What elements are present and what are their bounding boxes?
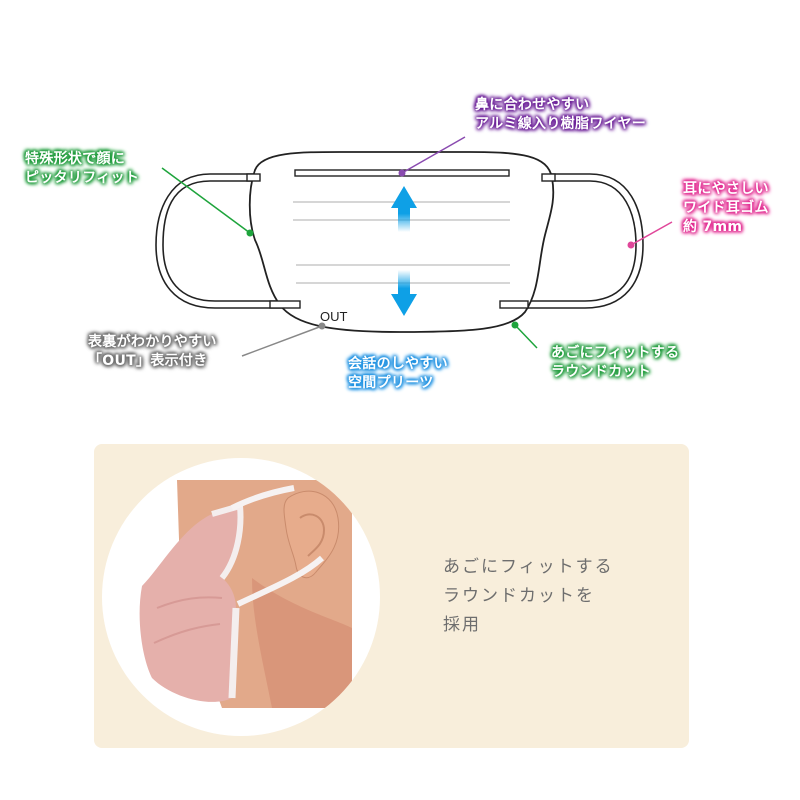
ear: [283, 490, 340, 579]
callout-out-marker: 表裏がわかりやすい 「OUT」表示付き: [88, 334, 217, 369]
pink-mask: [139, 506, 241, 702]
callout-face-fit: 特殊形状で顔に ピッタリフィット: [25, 151, 140, 186]
callout-nose-wire: 鼻に合わせやすい アルミ線入り樹脂ワイヤー: [475, 97, 647, 132]
expand-down-arrow-icon: [391, 270, 417, 316]
mask-wearing-photo: [102, 458, 380, 736]
mask-body: [248, 151, 555, 333]
left-ear-loop: [155, 173, 301, 309]
callout-chin-cut: あごにフィットする ラウンドカット: [551, 345, 680, 380]
feature-description: あごにフィットする ラウンドカットを 採用: [443, 557, 614, 635]
callout-pleats: 会話のしやすい 空間プリーツ: [348, 356, 448, 391]
expand-up-arrow-icon: [391, 186, 417, 232]
right-ear-loop: [499, 173, 644, 309]
mask-outline-illustration: [155, 136, 673, 357]
callout-ear-strap: 耳にやさしい ワイド耳ゴム 約 7mm: [683, 181, 769, 235]
mask-diagram: OUT 鼻に合わせやすい アルミ線入り樹脂ワイヤー 特殊形状で顔に ピッタリフィ…: [25, 97, 769, 391]
out-mark-label: OUT: [320, 309, 348, 324]
